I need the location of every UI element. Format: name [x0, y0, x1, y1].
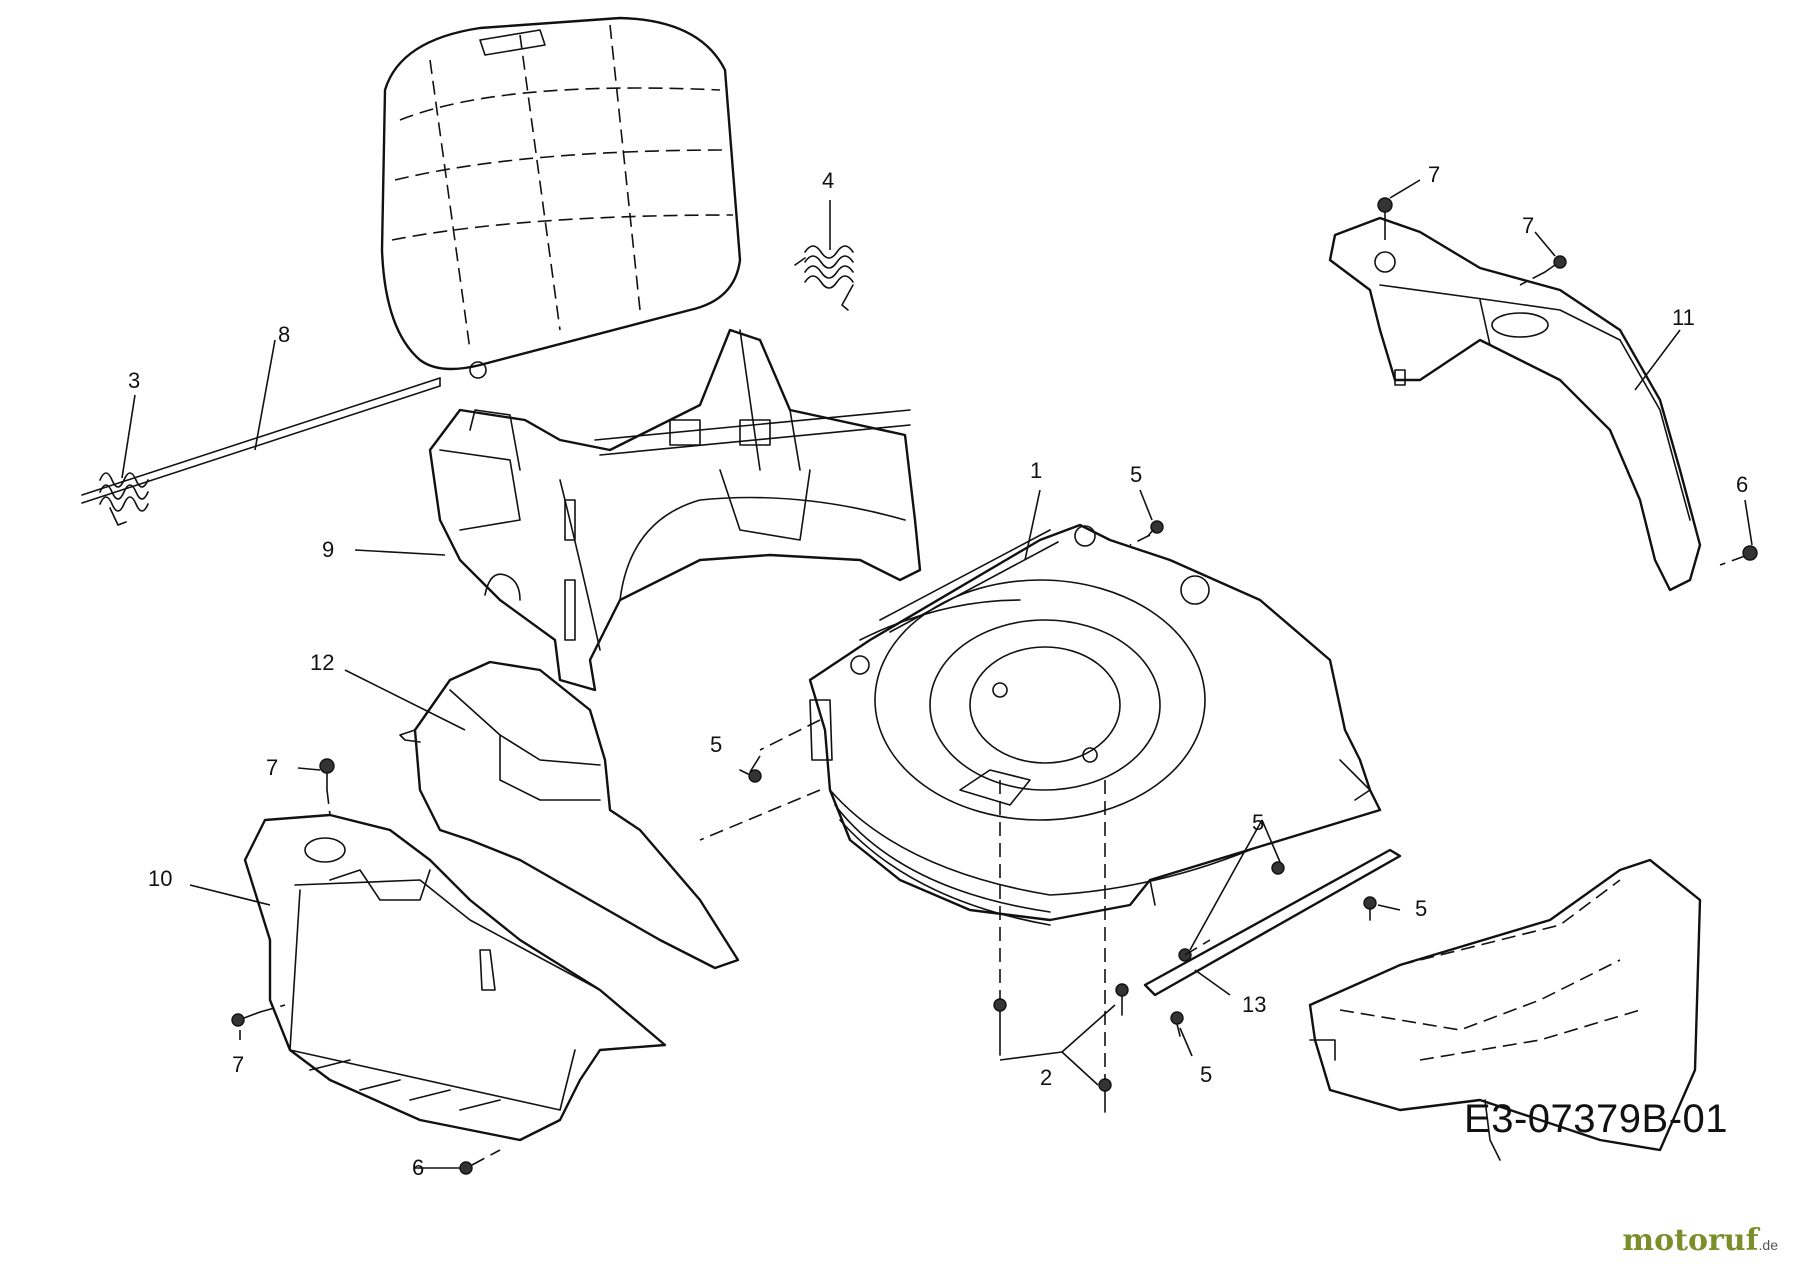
label-part-8: 8 [278, 322, 290, 347]
screw-5-deck-a [1271, 861, 1285, 875]
label-part-5-right: 5 [1415, 896, 1427, 921]
label-part-5-left: 5 [710, 732, 722, 757]
brand-name: motoruf [1622, 1223, 1759, 1258]
screw-5-right [1363, 896, 1377, 921]
screw-5-left [739, 769, 762, 783]
screw-7-left-bottom [231, 1011, 261, 1027]
label-part-7-right-top: 7 [1428, 162, 1440, 187]
label-part-7-left-bottom: 7 [232, 1052, 244, 1077]
label-part-6-right: 6 [1736, 472, 1748, 497]
label-part-1: 1 [1030, 458, 1042, 483]
label-part-5-top: 5 [1130, 462, 1142, 487]
screw-5-bottom [1170, 1011, 1184, 1037]
leader-lines [121, 179, 1753, 1169]
label-part-9: 9 [322, 537, 334, 562]
label-part-12: 12 [310, 650, 334, 675]
screw-7-left-top [319, 758, 335, 791]
side-cover-part-10 [243, 813, 667, 1142]
label-part-10: 10 [148, 866, 172, 891]
assembly-lines [259, 228, 1746, 1166]
grass-catcher-bag [380, 16, 742, 379]
strip-part-13 [1143, 848, 1402, 997]
bolt-2-c [1098, 1078, 1112, 1113]
label-part-13: 13 [1242, 992, 1266, 1017]
screw-6-right [1742, 545, 1758, 561]
brand-tld: .de [1758, 1237, 1778, 1253]
bolt-2-b [1115, 983, 1129, 1016]
bolt-2-a [993, 998, 1007, 1056]
rear-housing-part-9 [428, 328, 922, 692]
screw-5-top [1147, 520, 1164, 537]
part-labels: 1 2 3 4 5 5 5 5 5 6 6 7 7 7 7 8 9 10 11 … [128, 162, 1748, 1180]
label-part-2: 2 [1040, 1065, 1052, 1090]
label-part-4: 4 [822, 168, 834, 193]
label-part-5-bottom: 5 [1200, 1062, 1212, 1087]
rod-part-8 [81, 377, 441, 504]
screw-6-bottom [459, 1161, 473, 1175]
label-part-5-deck: 5 [1252, 810, 1264, 835]
inner-cover-part-12 [399, 660, 740, 970]
spring-part-3 [99, 472, 149, 526]
screw-7-right-top [1377, 197, 1393, 229]
label-part-11: 11 [1672, 305, 1695, 330]
screw-7-right-mid [1544, 255, 1567, 273]
side-cover-part-11 [1328, 216, 1702, 592]
label-part-3: 3 [128, 368, 140, 393]
label-part-7-right-mid: 7 [1522, 213, 1534, 238]
mower-deck-part-1 [808, 523, 1382, 926]
brand-logo[interactable]: motoruf.de [1622, 1223, 1778, 1258]
rear-flap [1308, 858, 1702, 1161]
label-part-7-left-top: 7 [266, 755, 278, 780]
drawing-code: E3-07379B-01 [1464, 1097, 1728, 1141]
label-part-6-bottom: 6 [412, 1155, 424, 1180]
spring-part-4 [794, 245, 854, 311]
